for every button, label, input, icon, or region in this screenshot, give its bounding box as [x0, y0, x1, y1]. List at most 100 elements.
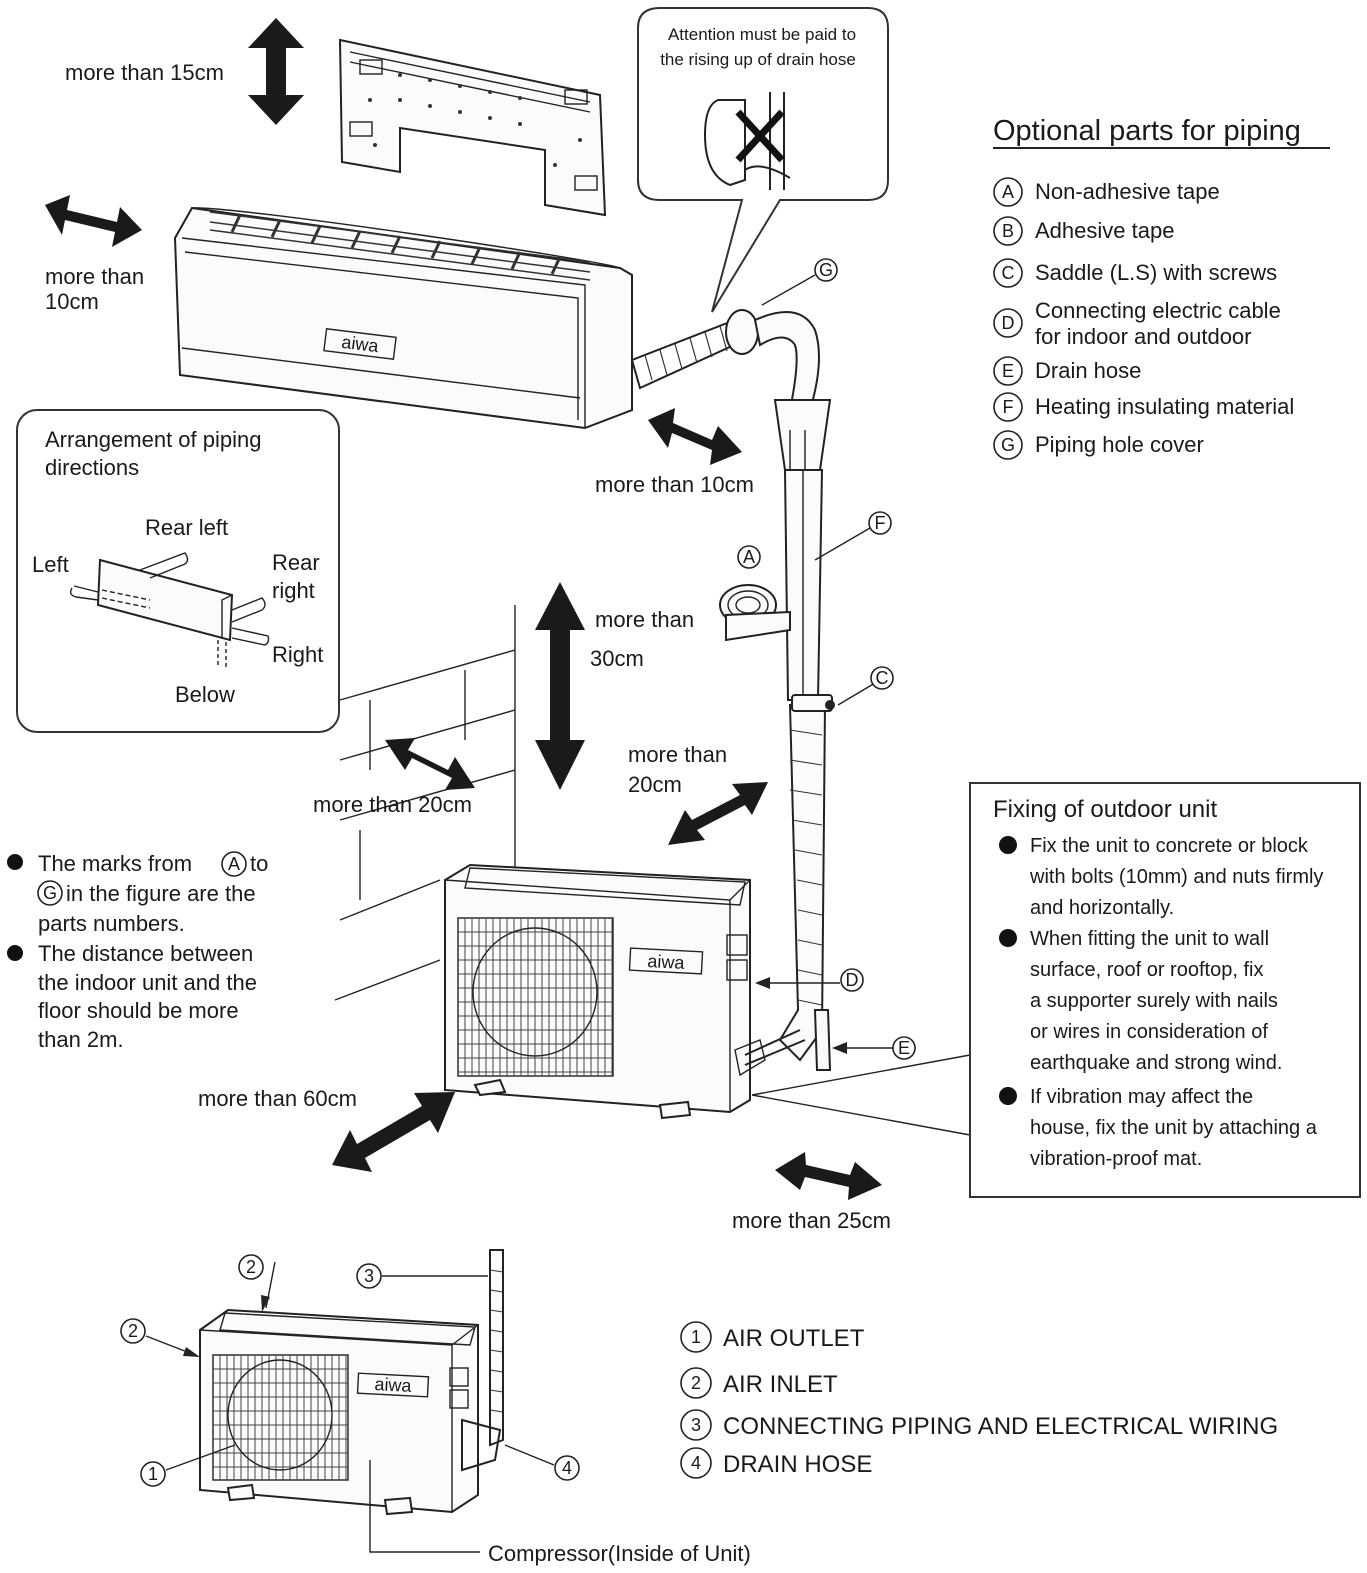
label-right: Right	[272, 642, 323, 667]
arrangement-title-1: Arrangement of piping	[45, 427, 261, 452]
svg-text:2: 2	[128, 1321, 138, 1341]
outdoor-front-clearance-arrow	[332, 1092, 455, 1172]
attention-text-2: the rising up of drain hose	[660, 50, 856, 69]
detail-marker-4: 4	[504, 1444, 580, 1481]
svg-text:G: G	[43, 883, 57, 903]
fixing-title: Fixing of outdoor unit	[993, 796, 1217, 823]
svg-text:E: E	[898, 1038, 910, 1058]
tape-roll-icon	[719, 584, 791, 642]
optional-parts-list: Optional parts for piping A Non-adhesive …	[993, 115, 1330, 460]
part-mark-d: D	[755, 968, 864, 992]
outdoor-part-2: 2 AIR INLET	[680, 1367, 838, 1399]
svg-text:3: 3	[691, 1415, 701, 1435]
outdoor-right-clearance-arrow	[775, 1152, 882, 1200]
outdoor-part-label: AIR OUTLET	[723, 1325, 865, 1352]
note1-part-b: to	[250, 851, 268, 876]
fixing-bullet-line: or wires in consideration of	[1030, 1021, 1268, 1043]
svg-text:2: 2	[691, 1373, 701, 1393]
fixing-bullet-line: surface, roof or rooftop, fix	[1030, 959, 1263, 981]
outdoor-front-clearance-label: more than 60cm	[198, 1086, 357, 1111]
arrangement-box: Arrangement of piping directions Rear le…	[16, 409, 340, 733]
fixing-box: Fixing of outdoor unit Fix the unit to c…	[751, 782, 1361, 1198]
outdoor-unit: aiwa	[444, 863, 806, 1120]
svg-text:E: E	[1002, 361, 1014, 381]
detail-brand-logo: aiwa	[374, 1374, 413, 1396]
optional-part-e: E Drain hose	[993, 356, 1141, 386]
front-clearance-label-2: 30cm	[590, 646, 644, 671]
note2-line3: floor should be more	[38, 998, 239, 1023]
top-clearance-arrow	[248, 18, 304, 125]
fixing-bullet-line: house, fix the unit by attaching a	[1030, 1117, 1318, 1139]
svg-text:A: A	[228, 854, 240, 874]
note2-line2: the indoor unit and the	[38, 970, 257, 995]
front-clearance-arrow	[535, 582, 585, 790]
part-mark-f: F	[814, 511, 892, 561]
optional-part-label: Non-adhesive tape	[1035, 179, 1220, 204]
wall-lines	[334, 605, 516, 1001]
svg-text:2: 2	[246, 1257, 256, 1277]
detail-marker-2-top: 2	[238, 1254, 276, 1312]
outdoor-right-clearance-label: more than 25cm	[732, 1208, 891, 1233]
outdoor-back-clearance-label: more than 20cm	[313, 792, 472, 817]
svg-text:A: A	[1002, 182, 1014, 202]
detail-marker-3: 3	[356, 1263, 488, 1289]
svg-text:C: C	[1002, 263, 1015, 283]
mounting-plate	[338, 38, 607, 217]
right-indoor-clearance-arrow	[648, 408, 742, 465]
fixing-bullet-line: earthquake and strong wind.	[1030, 1052, 1282, 1074]
detail-marker-2-left: 2	[120, 1318, 200, 1357]
optional-part-label: Piping hole cover	[1035, 432, 1204, 457]
note1-part-a: The marks from	[38, 851, 192, 876]
attention-callout: Attention must be paid to the rising up …	[637, 7, 889, 313]
indoor-brand-logo: aiwa	[340, 332, 380, 356]
outdoor-side-clearance-label-2: 20cm	[628, 772, 682, 797]
optional-part-label: Adhesive tape	[1035, 218, 1174, 243]
optional-part-g: G Piping hole cover	[993, 430, 1204, 460]
svg-text:1: 1	[148, 1464, 158, 1484]
svg-text:D: D	[846, 970, 859, 990]
compressor-label: Compressor(Inside of Unit)	[488, 1541, 751, 1566]
right-indoor-clearance-label: more than 10cm	[595, 472, 754, 497]
svg-text:F: F	[875, 513, 886, 533]
arrangement-title-2: directions	[45, 455, 139, 480]
indoor-unit: aiwa	[173, 206, 747, 430]
note2-line1: The distance between	[38, 941, 253, 966]
outdoor-back-clearance-arrow	[385, 738, 475, 790]
svg-text:C: C	[876, 668, 889, 688]
outdoor-side-clearance-label-1: more than	[628, 742, 727, 767]
fixing-bullet-line: Fix the unit to concrete or block	[1030, 835, 1309, 857]
label-rear-right-2: right	[272, 578, 315, 603]
outdoor-part-label: AIR INLET	[723, 1371, 838, 1398]
left-clearance-label-2: 10cm	[45, 289, 99, 314]
label-below: Below	[175, 682, 235, 707]
fixing-bullet-line: and horizontally.	[1030, 897, 1174, 919]
fixing-bullet-line: When fitting the unit to wall	[1030, 928, 1269, 950]
part-mark-c: C	[837, 666, 894, 706]
svg-text:A: A	[743, 547, 755, 567]
outdoor-brand-logo: aiwa	[647, 951, 686, 973]
svg-text:G: G	[819, 260, 833, 280]
note2-line4: than 2m.	[38, 1027, 124, 1052]
outdoor-part-1: 1 AIR OUTLET	[680, 1321, 865, 1353]
optional-part-label: Drain hose	[1035, 358, 1141, 383]
front-clearance-label-1: more than	[595, 607, 694, 632]
svg-text:G: G	[1001, 435, 1015, 455]
fixing-bullet-2: When fitting the unit to wall surface, ro…	[999, 928, 1282, 1074]
fixing-bullet-line: with bolts (10mm) and nuts firmly	[1029, 866, 1323, 888]
svg-text:1: 1	[691, 1327, 701, 1347]
label-rear-left: Rear left	[145, 515, 228, 540]
optional-part-a: A Non-adhesive tape	[993, 177, 1220, 207]
optional-part-label: for indoor and outdoor	[1035, 324, 1252, 349]
svg-text:D: D	[1002, 313, 1015, 333]
optional-parts-title: Optional parts for piping	[993, 115, 1301, 147]
fixing-bullet-line: a supporter surely with nails	[1030, 990, 1278, 1012]
part-mark-a: A	[737, 545, 761, 569]
optional-part-label: Connecting electric cable	[1035, 298, 1281, 323]
top-clearance-label: more than 15cm	[65, 60, 224, 85]
